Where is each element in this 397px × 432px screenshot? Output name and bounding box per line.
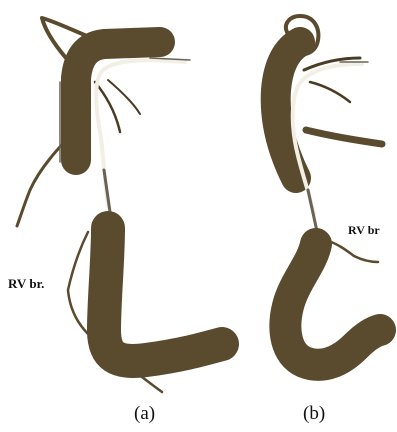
panel-b-caption: (b) [303,403,325,424]
panel-b-rv-branch [326,240,378,262]
panel-b-inner-branch [310,82,350,102]
panel-b-branch-label: RV br [348,223,380,237]
panel-b-right-branch [306,130,382,144]
panel-a-branch-label: RV br. [8,276,44,291]
panel-b: RV br (b) [276,16,382,424]
panel-a-distal-vessel [104,228,222,361]
panel-a-caption: (a) [134,403,155,424]
panel-a: RV br. (a) [8,18,222,424]
panel-b-distal-vessel [285,244,380,365]
